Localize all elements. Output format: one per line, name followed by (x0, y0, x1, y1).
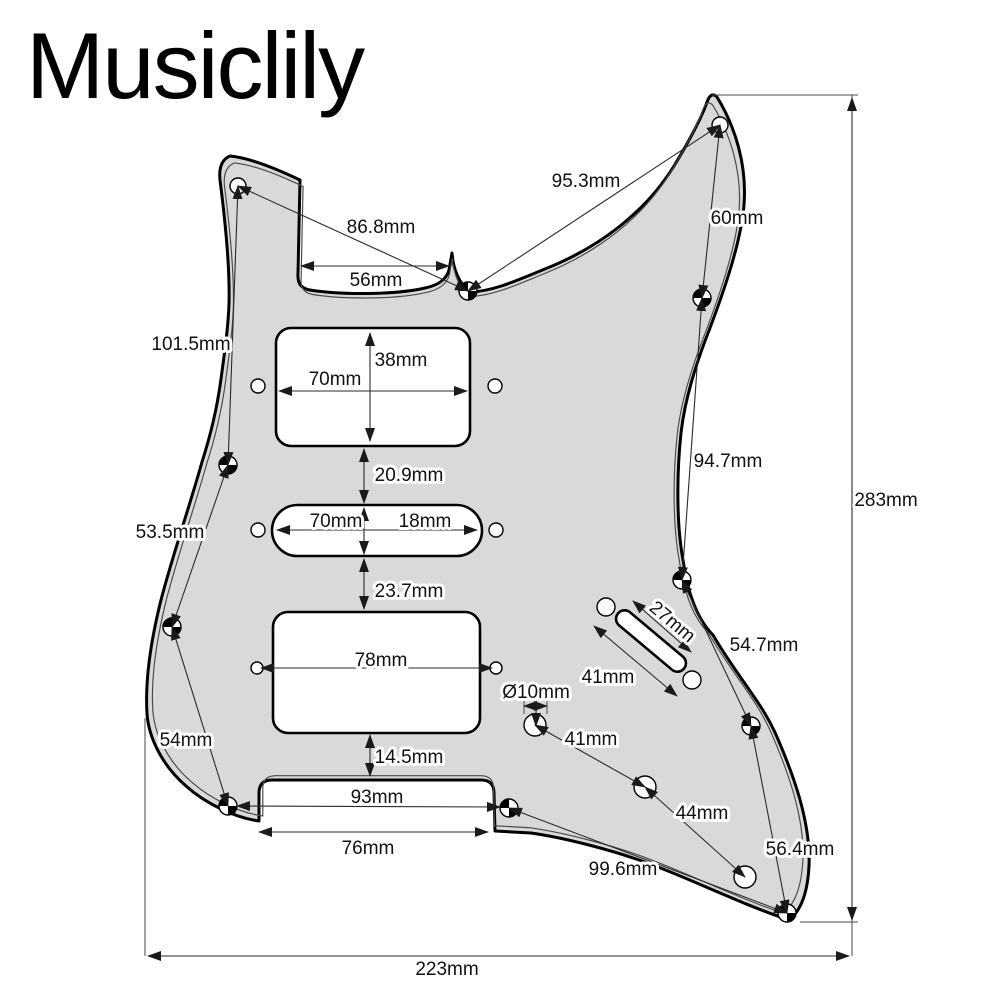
dim-label-76: 76mm (342, 838, 395, 859)
dim-label-23-7: 23.7mm (375, 581, 444, 602)
switch-mount-hole (596, 597, 616, 617)
dim-label-93: 93mm (351, 787, 404, 808)
dim-line-54-7 (681, 579, 752, 727)
dim-label-44: 44mm (676, 803, 729, 824)
dim-label-94-7: 94.7mm (694, 451, 763, 472)
dim-label-10: Ø10mm (502, 682, 570, 703)
dimension-labels: 86.8mm 95.3mm 60mm 56mm 101.5mm 38mm 70m… (133, 168, 921, 983)
dim-line-60 (698, 124, 724, 299)
dim-label-20-9: 20.9mm (375, 465, 444, 486)
dim-label-95-3: 95.3mm (552, 171, 621, 192)
dim-label-18: 18mm (399, 511, 452, 532)
dim-label-41-pots: 41mm (565, 729, 618, 750)
dim-line-93 (236, 801, 501, 812)
dim-label-56-4: 56.4mm (766, 839, 835, 860)
dim-line-41-switch (593, 625, 678, 697)
dim-label-101-5: 101.5mm (151, 334, 230, 355)
brand-logo: Musiclily (26, 13, 365, 118)
mount-hole (250, 378, 266, 394)
dim-label-14-5: 14.5mm (375, 747, 444, 768)
dim-label-56: 56mm (350, 270, 403, 291)
dim-line-101-5 (223, 185, 243, 466)
dim-line-94-7 (677, 297, 707, 581)
dim-label-99-6: 99.6mm (589, 859, 658, 880)
dim-label-41-switch: 41mm (582, 667, 635, 688)
dim-line-41-pots (534, 724, 646, 788)
mount-hole (488, 522, 504, 538)
neck-humbucker-cutout (274, 326, 472, 448)
switch-mount-hole (682, 670, 702, 690)
dim-line-86-8 (237, 185, 469, 292)
dim-label-78: 78mm (355, 650, 408, 671)
mount-hole (250, 522, 266, 538)
dim-label-54: 54mm (160, 730, 213, 751)
dim-line-53-5 (171, 464, 229, 628)
dim-line-54 (171, 626, 229, 807)
dim-label-38: 38mm (375, 350, 428, 371)
dim-line-44 (644, 786, 746, 878)
dimension-lines (147, 97, 857, 961)
dim-label-70-mid: 70mm (310, 511, 363, 532)
dim-label-86-8: 86.8mm (347, 217, 416, 238)
dim-label-283: 283mm (854, 490, 917, 511)
dim-label-54-7: 54.7mm (730, 635, 799, 656)
dim-label-223: 223mm (415, 959, 478, 980)
dim-label-70-top: 70mm (309, 369, 362, 390)
bridge-humbucker-cutout (271, 610, 482, 735)
dim-line-95-3 (467, 124, 721, 292)
dim-label-53-5: 53.5mm (136, 522, 205, 543)
dim-label-60: 60mm (711, 208, 764, 229)
mount-hole (487, 378, 503, 394)
